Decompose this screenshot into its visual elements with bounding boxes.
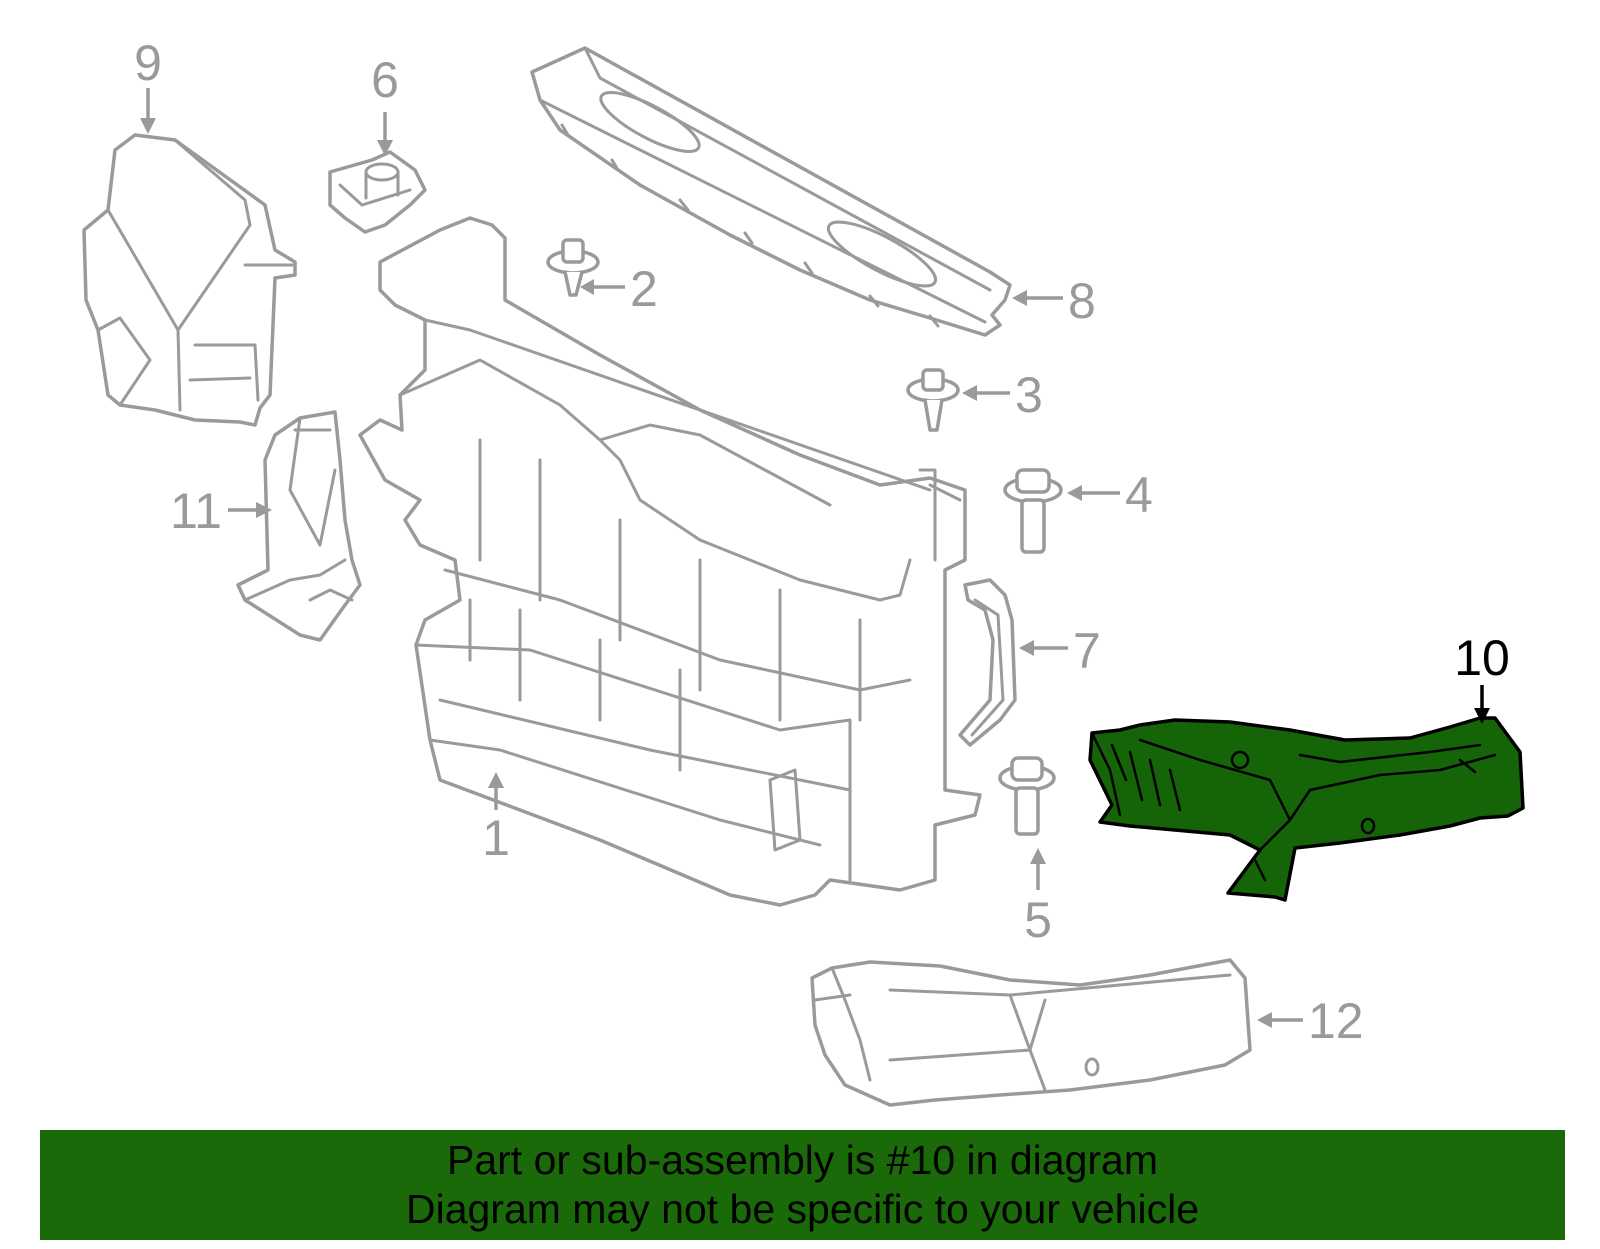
- part-4-bolt[interactable]: [1003, 468, 1063, 554]
- callout-3: 3: [962, 367, 1043, 423]
- callout-label-8: 8: [1068, 273, 1096, 329]
- callout-11: 11: [170, 483, 272, 539]
- callout-4: 4: [1067, 467, 1153, 523]
- callout-label-10: 10: [1454, 630, 1510, 686]
- banner-line-part-number: Part or sub-assembly is #10 in diagram: [447, 1137, 1158, 1183]
- part-6-bracket[interactable]: [328, 150, 427, 234]
- callout-10: 10: [1454, 630, 1510, 724]
- callout-label-3: 3: [1015, 367, 1043, 423]
- callout-label-5: 5: [1024, 892, 1052, 948]
- callout-9: 9: [134, 35, 162, 134]
- part-3-clip[interactable]: [906, 368, 960, 432]
- callout-label-7: 7: [1073, 623, 1101, 679]
- callout-5: 5: [1024, 848, 1052, 948]
- part-2-clip[interactable]: [546, 238, 600, 297]
- callout-12: 12: [1257, 993, 1364, 1049]
- callout-7: 7: [1019, 623, 1101, 679]
- callout-label-12: 12: [1308, 993, 1364, 1049]
- callout-6: 6: [371, 52, 399, 156]
- callout-8: 8: [1012, 273, 1096, 329]
- parts-diagram: 9 6 2 8 3 4 11 7 10: [82, 35, 1525, 1107]
- part-10-air-duct-highlighted[interactable]: [1088, 716, 1525, 902]
- part-9-air-guide[interactable]: [82, 133, 297, 427]
- part-7-trim-strip[interactable]: [958, 578, 1017, 747]
- part-1-front-carrier[interactable]: [358, 216, 982, 907]
- callout-label-9: 9: [134, 35, 162, 91]
- callout-label-11: 11: [170, 483, 222, 539]
- callout-label-6: 6: [371, 52, 399, 108]
- part-5-bolt[interactable]: [998, 756, 1056, 836]
- part-11-side-bracket[interactable]: [236, 410, 362, 642]
- banner-line-disclaimer: Diagram may not be specific to your vehi…: [405, 1186, 1199, 1232]
- info-banner: Part or sub-assembly is #10 in diagram D…: [40, 1130, 1565, 1240]
- callout-label-2: 2: [630, 261, 658, 317]
- callout-label-1: 1: [482, 810, 510, 866]
- callout-1: 1: [482, 772, 510, 866]
- callout-label-4: 4: [1125, 467, 1153, 523]
- callout-2: 2: [580, 261, 658, 317]
- part-12-air-duct[interactable]: [810, 958, 1252, 1107]
- part-8-upper-panel[interactable]: [530, 46, 1012, 337]
